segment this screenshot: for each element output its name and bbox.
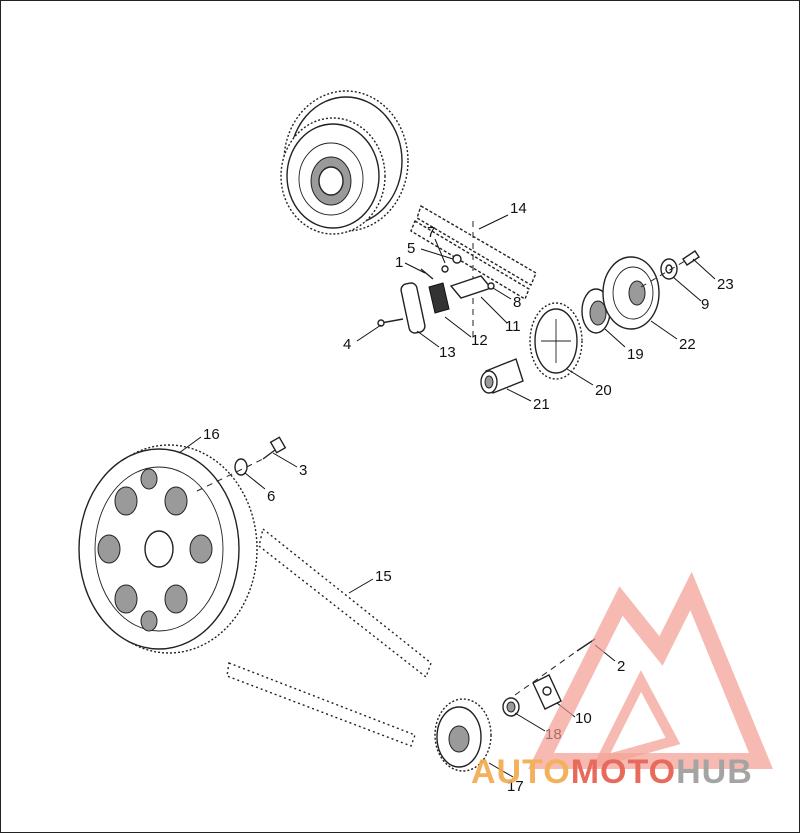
callout-11: 11 xyxy=(505,318,521,335)
callout-1: 1 xyxy=(395,254,403,271)
callout-13: 13 xyxy=(439,344,456,361)
callout-20: 20 xyxy=(595,382,612,399)
watermark-logo: AUTOMOTOHUB xyxy=(471,571,773,791)
callout-23: 23 xyxy=(717,276,734,293)
callout-14: 14 xyxy=(510,200,527,217)
drive-belt xyxy=(226,527,432,747)
washer xyxy=(660,258,678,280)
callout-3: 3 xyxy=(299,462,307,479)
callout-8: 8 xyxy=(513,294,521,311)
callout-12: 12 xyxy=(471,332,488,349)
pulley-washer xyxy=(234,458,248,476)
callout-21: 21 xyxy=(533,396,550,413)
callout-9: 9 xyxy=(701,296,709,313)
lock-plate xyxy=(532,674,562,710)
transmission-pulley xyxy=(434,698,492,772)
callout-10: 10 xyxy=(575,710,592,727)
callout-17: 17 xyxy=(507,778,524,795)
watermark-moto: MOTO xyxy=(571,753,676,791)
callout-5: 5 xyxy=(407,240,415,257)
watermark-hub: HUB xyxy=(676,753,753,791)
callout-15: 15 xyxy=(375,568,392,585)
clutch-hub-sprocket xyxy=(529,302,583,380)
svg-text:AUTOMOTOHUB: AUTOMOTOHUB xyxy=(471,753,753,791)
rear-pulley xyxy=(78,444,258,654)
callout-2: 2 xyxy=(617,658,625,675)
callout-4: 4 xyxy=(343,336,351,353)
watermark-auto: AUTO xyxy=(471,753,571,791)
callout-6: 6 xyxy=(267,488,275,505)
callout-19: 19 xyxy=(627,346,644,363)
adjusting-screw xyxy=(640,250,700,288)
pulley-bolt xyxy=(196,436,287,492)
spacer xyxy=(480,358,524,394)
callout-16: 16 xyxy=(203,426,220,443)
pressure-plate xyxy=(602,256,660,330)
callout-22: 22 xyxy=(679,336,696,353)
pulley-nut xyxy=(502,697,520,717)
primary-chain xyxy=(410,204,537,301)
clutch-basket xyxy=(280,90,409,235)
tensioner-assembly xyxy=(377,221,495,341)
callout-7: 7 xyxy=(427,224,435,241)
lock-plate-screw xyxy=(514,638,596,696)
